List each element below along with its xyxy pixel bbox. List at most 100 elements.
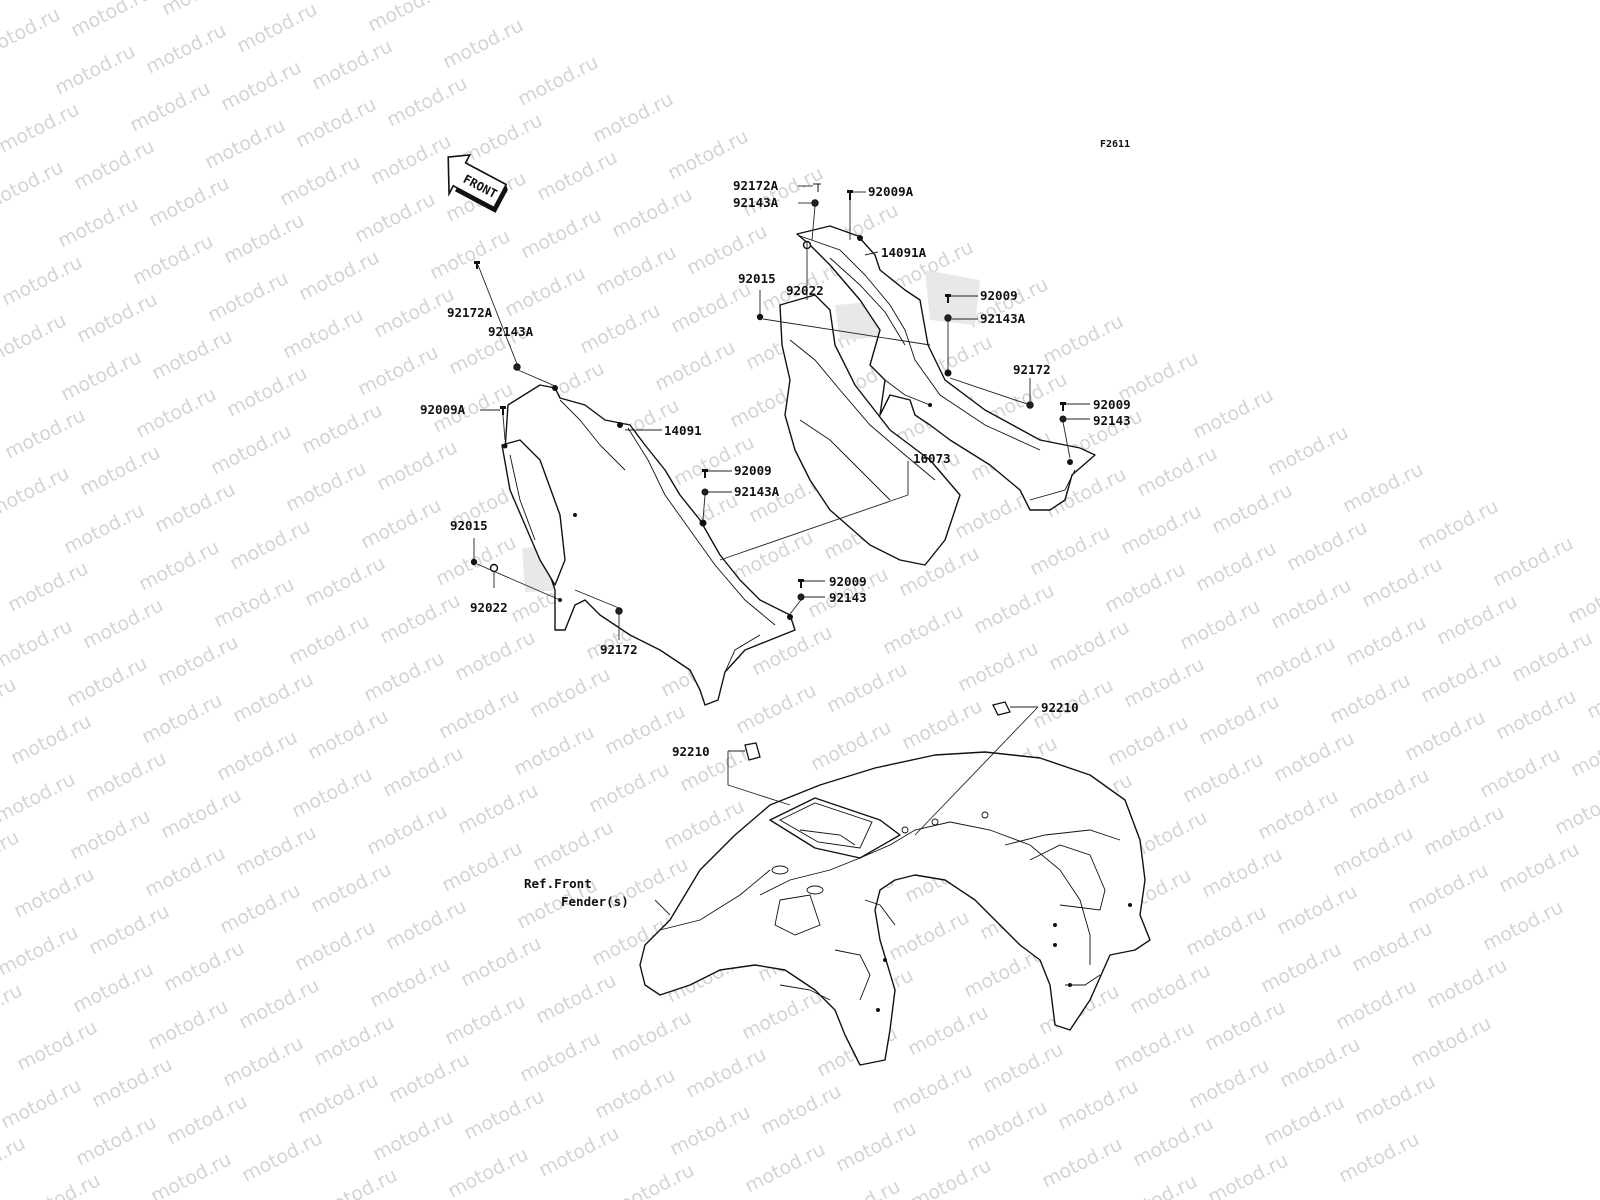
label-92022-left: 92022: [470, 600, 508, 615]
watermark-text: motod.ru: [366, 953, 454, 1012]
watermark-text: motod.ru: [307, 858, 395, 917]
watermark-text: motod.ru: [279, 304, 367, 363]
watermark-text: motod.ru: [148, 325, 236, 384]
label-92143A-mid: 92143A: [734, 484, 780, 499]
watermark-text: motod.ru: [1345, 764, 1433, 823]
watermark-text: motod.ru: [216, 879, 304, 938]
watermark-text: motod.ru: [451, 626, 539, 685]
watermark-text: motod.ru: [979, 1038, 1067, 1097]
screw-icon: [500, 406, 506, 415]
watermark-text: motod.ru: [229, 668, 317, 727]
label-92009-r2: 92009: [1093, 397, 1131, 412]
grommet-icon: [1059, 415, 1067, 423]
watermark-text: motod.ru: [79, 594, 167, 653]
watermark-text: motod.ru: [363, 800, 451, 859]
watermark-text: motod.ru: [435, 684, 523, 743]
watermark-text: motod.ru: [1433, 590, 1521, 649]
watermark-text: motod.ru: [426, 225, 514, 284]
watermark-text: motod.ru: [0, 1132, 29, 1191]
label-fenders: Fender(s): [561, 894, 629, 909]
watermark-text: motod.ru: [207, 420, 295, 479]
cover-14091: [501, 384, 796, 706]
watermark-text: motod.ru: [276, 151, 364, 210]
label-14091: 14091: [664, 423, 702, 438]
watermark-text: motod.ru: [383, 72, 471, 131]
watermark-text: motod.ru: [832, 1117, 920, 1176]
watermark-text: motod.ru: [144, 995, 232, 1054]
watermark-text: motod.ru: [460, 1085, 548, 1144]
watermark-text: motod.ru: [10, 863, 98, 922]
watermark-text: motod.ru: [1251, 632, 1339, 691]
watermark-text: motod.ru: [373, 436, 461, 495]
watermark-text: motod.ru: [313, 1164, 401, 1200]
grommet-icon: [811, 199, 819, 207]
label-92009-r1: 92009: [980, 288, 1018, 303]
watermark-text: motod.ru: [1120, 653, 1208, 712]
label-92172A-left: 92172A: [447, 305, 493, 320]
watermark-text: motod.ru: [729, 526, 817, 585]
watermark-text: motod.ru: [1401, 706, 1489, 765]
watermark-text: motod.ru: [235, 974, 323, 1033]
label-92009A-top: 92009A: [868, 184, 914, 199]
watermark-text: motod.ru: [1335, 1128, 1423, 1187]
watermark-text: motod.ru: [0, 462, 73, 521]
watermark-text: motod.ru: [1201, 996, 1289, 1055]
watermark-text: motod.ru: [138, 689, 226, 748]
nut-icon: [756, 313, 764, 321]
watermark-text: motod.ru: [0, 1074, 85, 1133]
watermark-text: motod.ru: [1189, 384, 1277, 443]
watermark-text: motod.ru: [288, 763, 376, 822]
grommet-icon: [944, 314, 952, 322]
watermark-text: motod.ru: [607, 1006, 695, 1065]
watermark-text: motod.ru: [1407, 1012, 1495, 1071]
watermark-text: motod.ru: [294, 1069, 382, 1128]
watermark-text: motod.ru: [1404, 859, 1492, 918]
watermark-text: motod.ru: [1129, 1112, 1217, 1171]
screw-icon: [1060, 402, 1066, 411]
watermark-text: motod.ru: [141, 842, 229, 901]
screw-icon: [847, 190, 853, 200]
watermark-text: motod.ru: [157, 784, 245, 843]
watermark-text: motod.ru: [954, 637, 1042, 696]
watermark-text: motod.ru: [1198, 843, 1286, 902]
watermark-text: motod.ru: [664, 125, 752, 184]
watermark-text: motod.ru: [1104, 711, 1192, 770]
watermark-text: motod.ru: [1054, 1075, 1142, 1134]
watermark-text: motod.ru: [514, 51, 602, 110]
watermark-text: motod.ru: [0, 309, 70, 368]
watermark-text: motod.ru: [1185, 1054, 1273, 1113]
clip-icon: [992, 701, 1011, 716]
clip-icon: [615, 607, 623, 615]
watermark-text: motod.ru: [0, 156, 67, 215]
watermark-text: motod.ru: [213, 726, 301, 785]
watermark-text: motod.ru: [220, 209, 308, 268]
watermark-text: motod.ru: [1273, 880, 1361, 939]
watermark-text: motod.ru: [142, 19, 230, 78]
watermark-text: motod.ru: [501, 262, 589, 321]
watermark-text: motod.ru: [1342, 611, 1430, 670]
watermark-text: motod.ru: [16, 1169, 104, 1200]
watermark-text: motod.ru: [535, 1122, 623, 1181]
watermark-text: motod.ru: [370, 283, 458, 342]
watermark-text: motod.ru: [145, 172, 233, 231]
watermark-text: motod.ru: [526, 663, 614, 722]
watermark-text: motod.ru: [219, 1032, 307, 1091]
watermark-text: motod.ru: [82, 747, 170, 806]
nut-icon: [470, 558, 478, 566]
watermark-text: motod.ru: [1351, 1070, 1439, 1129]
watermark-text: motod.ru: [1182, 901, 1270, 960]
watermark-text: motod.ru: [291, 916, 379, 975]
watermark-text: motod.ru: [351, 188, 439, 247]
watermark-text: motod.ru: [1257, 938, 1345, 997]
watermark-text: motod.ru: [576, 299, 664, 358]
watermark-text: motod.ru: [1495, 838, 1583, 897]
label-92009A-left: 92009A: [420, 402, 466, 417]
watermark-text: motod.ru: [217, 56, 305, 115]
watermark-text: motod.ru: [154, 631, 242, 690]
label-92009-low: 92009: [829, 574, 867, 589]
watermark-text: motod.ru: [1479, 896, 1567, 955]
watermark-text: motod.ru: [1564, 569, 1600, 628]
watermark-text: motod.ru: [69, 958, 157, 1017]
watermark-text: motod.ru: [0, 768, 79, 827]
watermark-text: motod.ru: [226, 515, 314, 574]
